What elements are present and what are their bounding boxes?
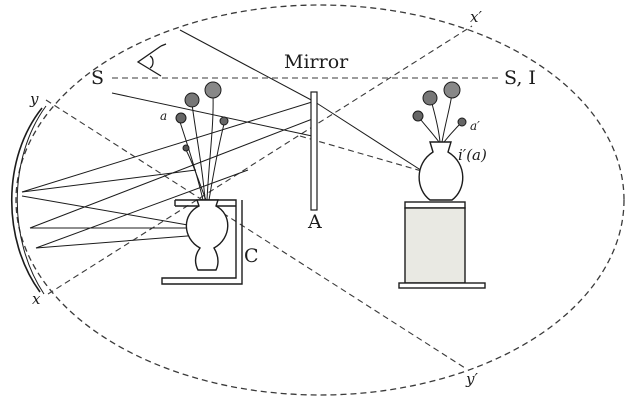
light-rays xyxy=(21,29,431,249)
real-flowers xyxy=(175,81,229,201)
label-source-point: S xyxy=(91,67,104,89)
eye-icon xyxy=(136,43,167,77)
label-image: i′(a) xyxy=(458,146,487,164)
label-y-prime: y′ xyxy=(465,370,478,388)
image-stand xyxy=(398,201,486,289)
dashed-ellipse-boundary xyxy=(15,4,625,396)
label-x-prime: x′ xyxy=(470,8,482,26)
plane-mirror xyxy=(310,91,318,211)
dashed-ray-to-image xyxy=(299,135,426,173)
label-y: y xyxy=(29,90,39,108)
label-source-image: S, I xyxy=(504,67,536,89)
label-flower-a: a xyxy=(160,109,167,123)
label-mirror-point: A xyxy=(307,211,322,233)
image-flowers xyxy=(412,81,467,143)
concave-mirror-arc xyxy=(11,107,43,293)
image-vase xyxy=(418,141,464,201)
label-x: x xyxy=(32,290,41,308)
concave-mirror-arc-inner xyxy=(16,105,47,295)
label-mirror: Mirror xyxy=(284,51,349,73)
label-flower-a-prime: a′ xyxy=(470,119,480,133)
label-concave-mirror: C xyxy=(244,245,259,267)
real-vase xyxy=(185,199,229,271)
dashed-line-x-xprime xyxy=(47,25,473,295)
dashed-line-y-yprime xyxy=(45,99,466,369)
